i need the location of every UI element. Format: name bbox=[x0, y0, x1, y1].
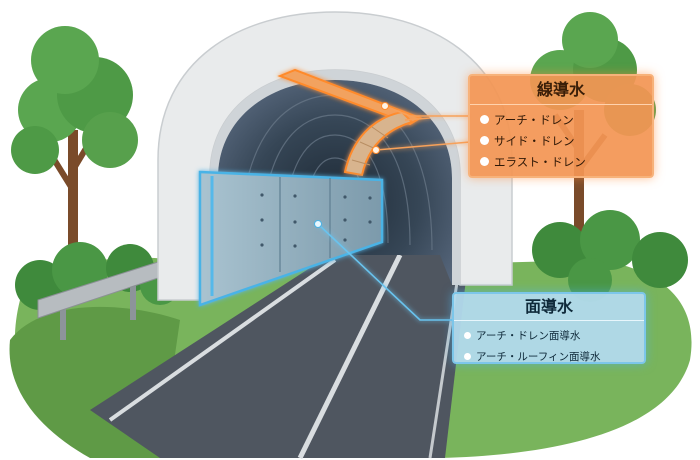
linear-leader-dot-2 bbox=[372, 146, 380, 154]
list-item: サイド・ドレン bbox=[480, 130, 652, 151]
list-item: アーチ・ドレン面導水 bbox=[464, 325, 644, 346]
road-left-edge-line bbox=[108, 258, 337, 422]
linear-leader-dot-1 bbox=[381, 102, 389, 110]
linear-drainage-callout: 線導水 アーチ・ドレン サイド・ドレン エラスト・ドレン bbox=[468, 74, 654, 178]
bullet-icon bbox=[464, 332, 471, 339]
surface-leader-line bbox=[317, 223, 452, 321]
list-item: アーチ・ドレン bbox=[480, 109, 652, 130]
surface-drainage-title: 面導水 bbox=[454, 294, 644, 321]
list-item-label: アーチ・ドレン面導水 bbox=[476, 330, 581, 342]
surface-drain-panel bbox=[198, 170, 384, 307]
linear-leader-lines bbox=[375, 105, 471, 151]
list-item-label: アーチ・ルーフィン面導水 bbox=[476, 351, 601, 363]
bullet-icon bbox=[480, 136, 489, 145]
road-center-line bbox=[297, 253, 403, 460]
list-item-label: サイド・ドレン bbox=[494, 133, 575, 148]
left-tree bbox=[11, 26, 138, 300]
road bbox=[90, 245, 470, 458]
list-item: アーチ・ルーフィン面導水 bbox=[464, 346, 644, 367]
linear-drainage-list: アーチ・ドレン サイド・ドレン エラスト・ドレン bbox=[470, 105, 652, 172]
surface-leader-dot bbox=[314, 220, 322, 228]
list-item: エラスト・ドレン bbox=[480, 151, 652, 172]
right-bushes bbox=[532, 210, 688, 302]
bullet-icon bbox=[464, 353, 471, 360]
linear-drainage-title: 線導水 bbox=[470, 76, 652, 105]
bullet-icon bbox=[480, 157, 489, 166]
list-item-label: アーチ・ドレン bbox=[494, 112, 574, 127]
surface-drainage-callout: 面導水 アーチ・ドレン面導水 アーチ・ルーフィン面導水 bbox=[452, 292, 646, 364]
list-item-label: エラスト・ドレン bbox=[494, 154, 586, 169]
surface-drainage-list: アーチ・ドレン面導水 アーチ・ルーフィン面導水 bbox=[454, 321, 644, 367]
bullet-icon bbox=[480, 115, 489, 124]
side-drain-panel bbox=[343, 110, 414, 177]
